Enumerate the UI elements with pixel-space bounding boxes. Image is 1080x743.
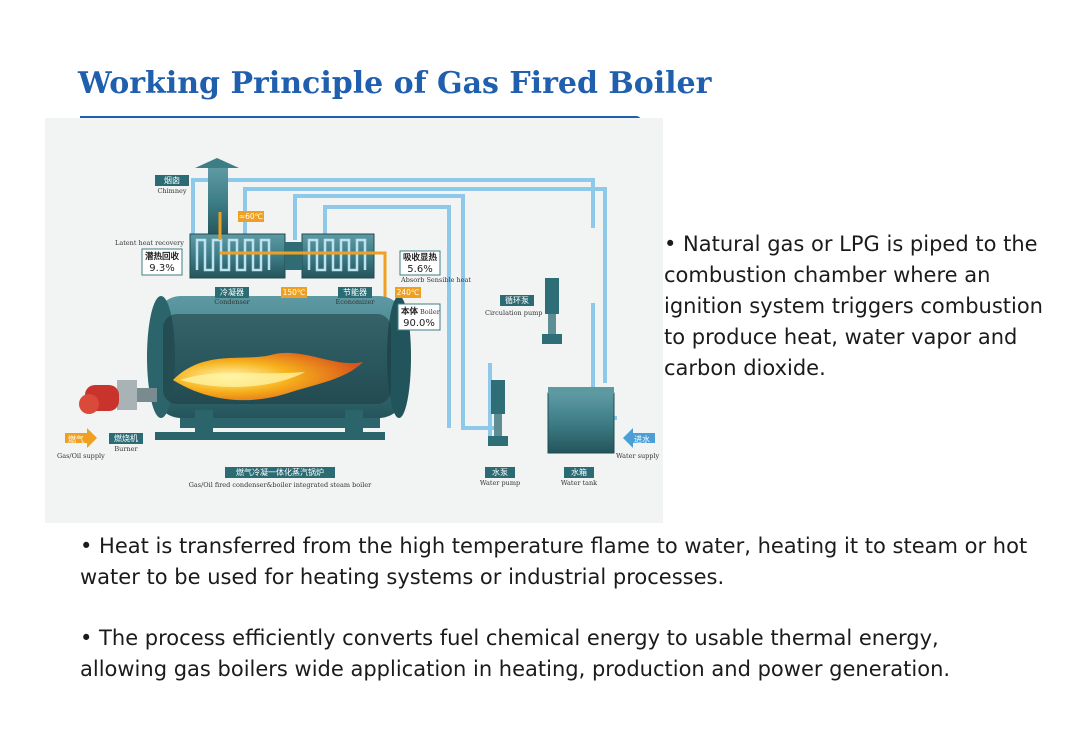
boiler-eff-cn: 本体 (401, 306, 419, 317)
water-pump-cn: 水泵 (492, 467, 508, 477)
water-in-arrow (623, 428, 655, 448)
condenser-label-en: Condenser (214, 298, 250, 306)
circulation-pump-en: Circulation pump (485, 309, 542, 317)
burner-label-en: Burner (114, 445, 138, 453)
latent-label-cn: 潜热回收 (145, 251, 180, 262)
circulation-pump (542, 278, 562, 344)
page-title: Working Principle of Gas Fired Boiler (78, 66, 712, 101)
economizer-label-cn: 节能器 (343, 287, 367, 297)
chimney-label-cn: 烟囱 (164, 175, 180, 185)
boiler-name-en: Gas/Oil fired condenser&boiler integrate… (189, 481, 372, 489)
bullet-heat-transfer: • Heat is transferred from the high temp… (80, 534, 1028, 589)
bullet-efficiency: • The process efficiently converts fuel … (80, 626, 951, 681)
water-in-en: Water supply (616, 452, 660, 460)
burner-label-cn: 燃烧机 (114, 433, 138, 443)
temp-150: 150℃ (283, 288, 306, 297)
water-tank-cn: 水箱 (571, 467, 587, 477)
condenser (189, 233, 286, 279)
gas-label-en: Gas/Oil supply (57, 452, 105, 460)
gas-arrow (65, 428, 97, 448)
economizer-label-en: Economizer (335, 298, 375, 306)
boiler-eff-en: Boiler (420, 308, 441, 316)
boiler-eff-value: 90.0% (403, 318, 435, 329)
sensible-label-en: Absorb Sensible heat (400, 276, 471, 284)
circulation-pump-cn: 循环泵 (505, 295, 529, 305)
sensible-value: 5.6% (407, 264, 432, 275)
water-tank (547, 387, 615, 454)
latent-label-en: Latent heat recovery (115, 239, 184, 247)
boiler-diagram: 烟囱 Chimney Latent heat recovery 潜热回收 9.3… (45, 118, 663, 523)
economizer (301, 233, 375, 279)
boiler-body (147, 296, 411, 440)
bullet-combustion: • Natural gas or LPG is piped to the com… (664, 232, 1043, 380)
chimney (195, 158, 239, 236)
water-in-cn: 进水 (634, 434, 650, 444)
latent-value: 9.3% (149, 263, 174, 274)
water-pump-en: Water pump (480, 479, 520, 487)
gas-label-cn: 燃气 (68, 434, 84, 444)
chimney-label-en: Chimney (157, 187, 186, 195)
water-pump (488, 380, 508, 446)
temp-60: ≈60℃ (239, 212, 263, 221)
condenser-label-cn: 冷凝器 (220, 287, 244, 297)
sensible-label-cn: 吸收显热 (403, 252, 438, 263)
temp-240: 240℃ (397, 288, 420, 297)
boiler-name-cn: 燃气冷凝一体化蒸汽锅炉 (236, 467, 324, 477)
water-tank-en: Water tank (561, 479, 597, 487)
burner (79, 380, 157, 414)
